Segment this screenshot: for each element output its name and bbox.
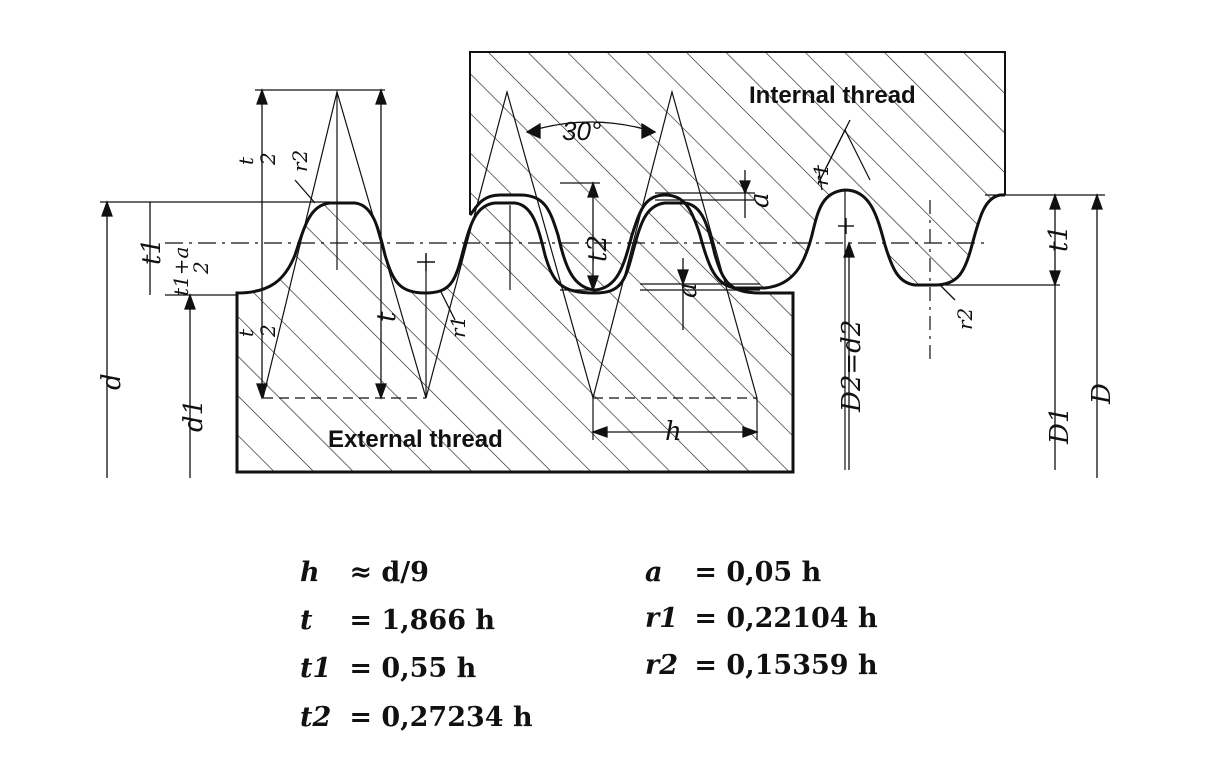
label-t-half-bot: t xyxy=(234,328,258,337)
external-thread-caption: External thread xyxy=(328,426,503,453)
formula-a: a = 0,05 h xyxy=(645,557,821,588)
formula-t2-val: = 0,27234 h xyxy=(349,702,533,733)
formula-t1-sym: t1 xyxy=(300,653,332,684)
label-t-half-top-den: 2 xyxy=(256,152,280,166)
label-t1-right: t1 xyxy=(1044,225,1074,252)
reference-lines xyxy=(100,89,1105,296)
label-t-half-bot-den: 2 xyxy=(256,324,280,338)
label-d1: d1 xyxy=(179,399,209,432)
formula-t2-sym: t2 xyxy=(300,702,332,733)
external-thread-body xyxy=(235,201,795,474)
internal-thread-caption: Internal thread xyxy=(749,82,916,109)
formula-h-sym: h xyxy=(300,557,320,588)
label-r1-left: r1 xyxy=(446,316,470,338)
label-D: D xyxy=(1087,383,1117,405)
label-D1: D1 xyxy=(1045,407,1075,445)
angle-label: 30° xyxy=(562,116,601,146)
label-r2-left: r2 xyxy=(288,150,312,172)
label-t2: t2 xyxy=(583,235,613,262)
formula-r1-sym: r1 xyxy=(645,603,679,634)
formula-h-val: ≈ d/9 xyxy=(349,557,429,588)
label-t1-left: t1 xyxy=(137,238,167,265)
formula-t-val: = 1,866 h xyxy=(349,605,496,636)
formula-t1-val: = 0,55 h xyxy=(349,653,477,684)
label-h: h xyxy=(665,417,682,447)
formula-t: t = 1,866 h xyxy=(300,605,495,636)
label-t1a2-den: 2 xyxy=(189,261,213,275)
dim-labels: d d1 t1 t1+a 2 t 2 t 2 t r1 r2 t2 a a r1… xyxy=(97,150,1117,445)
dimension-lines xyxy=(101,88,1103,478)
formula-r1-val: = 0,22104 h xyxy=(694,603,878,634)
formula-t-sym: t xyxy=(300,605,313,636)
label-d: d xyxy=(97,373,127,390)
label-D2d2: D2=d2 xyxy=(837,320,867,413)
thread-diagram: Internal thread External thread 30° d d1… xyxy=(97,51,1117,478)
formula-h: h ≈ d/9 xyxy=(300,557,429,588)
formula-t1: t1 = 0,55 h xyxy=(300,653,476,684)
center-marks xyxy=(417,218,854,271)
label-r1-right: r1 xyxy=(809,164,833,186)
label-r2-right: r2 xyxy=(953,308,977,330)
label-a-lower: a xyxy=(673,282,703,298)
label-t-half-top: t xyxy=(234,156,258,165)
formula-a-val: = 0,05 h xyxy=(694,557,822,588)
formula-r2-val: = 0,15359 h xyxy=(694,650,878,681)
formula-t2: t2 = 0,27234 h xyxy=(300,702,533,733)
label-t: t xyxy=(372,311,402,322)
formula-a-sym: a xyxy=(645,557,663,588)
label-a-upper: a xyxy=(745,192,775,208)
formula-r2-sym: r2 xyxy=(645,650,679,681)
formula-r2: r2 = 0,15359 h xyxy=(645,650,878,681)
formula-r1: r1 = 0,22104 h xyxy=(645,603,878,634)
label-t1a2: t1+a xyxy=(169,247,193,296)
